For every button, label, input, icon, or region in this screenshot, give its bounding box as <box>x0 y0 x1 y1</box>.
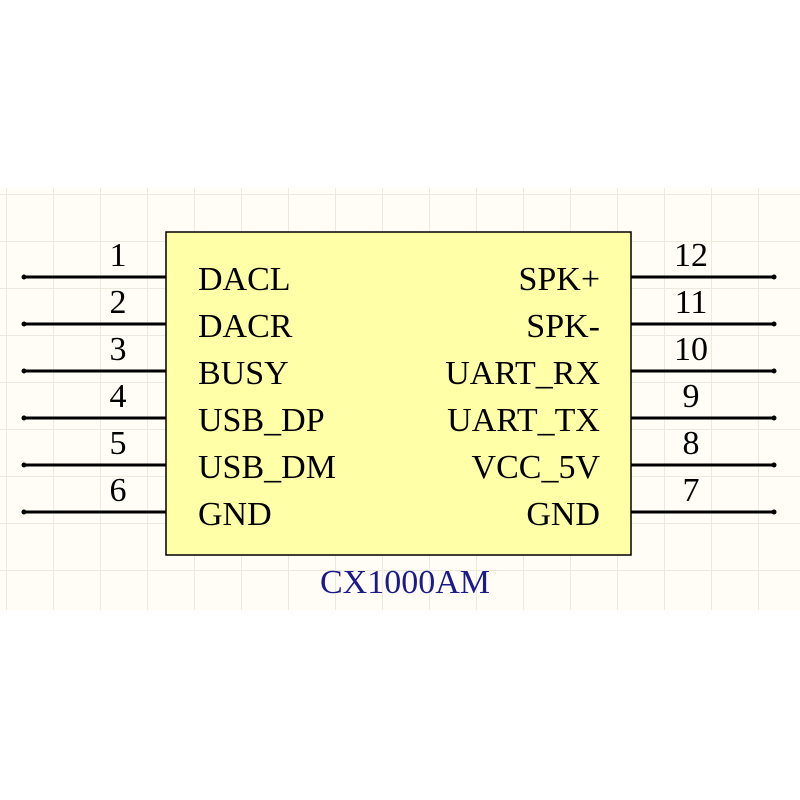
pin-name: SPK+ <box>518 261 600 298</box>
pin-endpoint <box>21 415 27 421</box>
pin-number: 10 <box>674 331 708 368</box>
pin-name: USB_DP <box>198 402 325 439</box>
pin-endpoint <box>771 509 777 515</box>
pin-name: GND <box>198 496 272 533</box>
pin-name: USB_DM <box>198 449 336 486</box>
pin-endpoint <box>771 274 777 280</box>
pin-number: 8 <box>683 425 700 462</box>
pin-name: SPK- <box>526 308 600 345</box>
pin-endpoint <box>771 415 777 421</box>
pin-number: 12 <box>674 237 708 274</box>
pin-name: BUSY <box>198 355 289 392</box>
component-designator: CX1000AM <box>320 564 490 601</box>
pin-endpoint <box>21 368 27 374</box>
pin-name: GND <box>526 496 600 533</box>
component-body <box>165 231 632 556</box>
pin-endpoint <box>21 274 27 280</box>
pin-number: 3 <box>110 331 127 368</box>
pin-number: 1 <box>110 237 127 274</box>
pin-number: 9 <box>683 378 700 415</box>
pin-endpoint <box>21 321 27 327</box>
pin-endpoint <box>771 321 777 327</box>
pin-number: 7 <box>683 472 700 509</box>
pin-number: 4 <box>110 378 127 415</box>
pin-name: UART_RX <box>445 355 600 392</box>
pin-number: 6 <box>110 472 127 509</box>
pin-endpoint <box>21 509 27 515</box>
pin-name: DACR <box>198 308 293 345</box>
pin-name: VCC_5V <box>472 449 601 486</box>
pin-endpoint <box>21 462 27 468</box>
pin-name: UART_TX <box>447 402 600 439</box>
pin-number: 5 <box>110 425 127 462</box>
pin-number: 11 <box>675 284 708 321</box>
pin-name: DACL <box>198 261 291 298</box>
pin-endpoint <box>771 368 777 374</box>
pin-endpoint <box>771 462 777 468</box>
pin-number: 2 <box>110 284 127 321</box>
